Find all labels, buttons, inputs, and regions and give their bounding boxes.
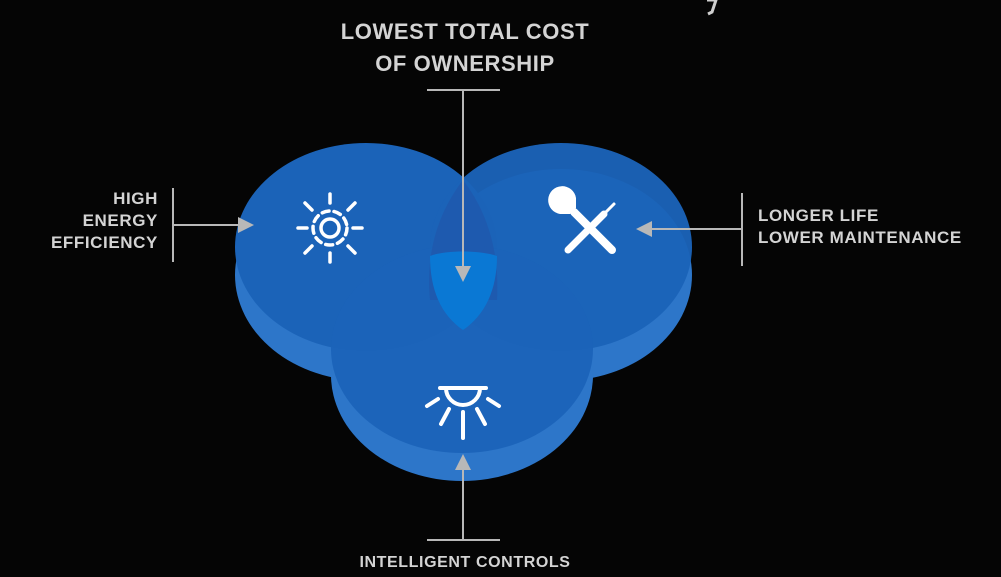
light-fixture-icon	[425, 386, 501, 440]
connector-left	[172, 188, 254, 262]
cropped-title-fragment	[707, 0, 718, 16]
circle-controls	[331, 245, 593, 453]
label-left-line-3: EFFICIENCY	[50, 233, 158, 252]
label-longer-life: LONGER LIFE LOWER MAINTENANCE	[758, 205, 1001, 249]
overlap-center	[430, 251, 497, 330]
label-left-line-2: ENERGY	[82, 211, 158, 230]
gear-sun-icon	[296, 192, 364, 264]
label-high-energy-efficiency: HIGH ENERGY EFFICIENCY	[40, 188, 158, 254]
label-intelligent-controls: INTELLIGENT CONTROLS	[280, 553, 650, 573]
label-right-line-2: LOWER MAINTENANCE	[758, 228, 962, 247]
label-top-line-1: LOWEST TOTAL COST	[340, 19, 590, 44]
connector-right	[636, 193, 743, 266]
label-right-line-1: LONGER LIFE	[758, 206, 879, 225]
label-bottom-line-1: INTELLIGENT CONTROLS	[359, 554, 571, 571]
label-lowest-total-cost: LOWEST TOTAL COST OF OWNERSHIP	[260, 16, 670, 80]
label-top-line-2: OF OWNERSHIP	[375, 51, 555, 76]
connector-top	[427, 89, 500, 282]
connector-bottom	[427, 454, 500, 541]
label-left-line-1: HIGH	[113, 189, 158, 208]
wrench-screwdriver-icon	[548, 186, 616, 254]
